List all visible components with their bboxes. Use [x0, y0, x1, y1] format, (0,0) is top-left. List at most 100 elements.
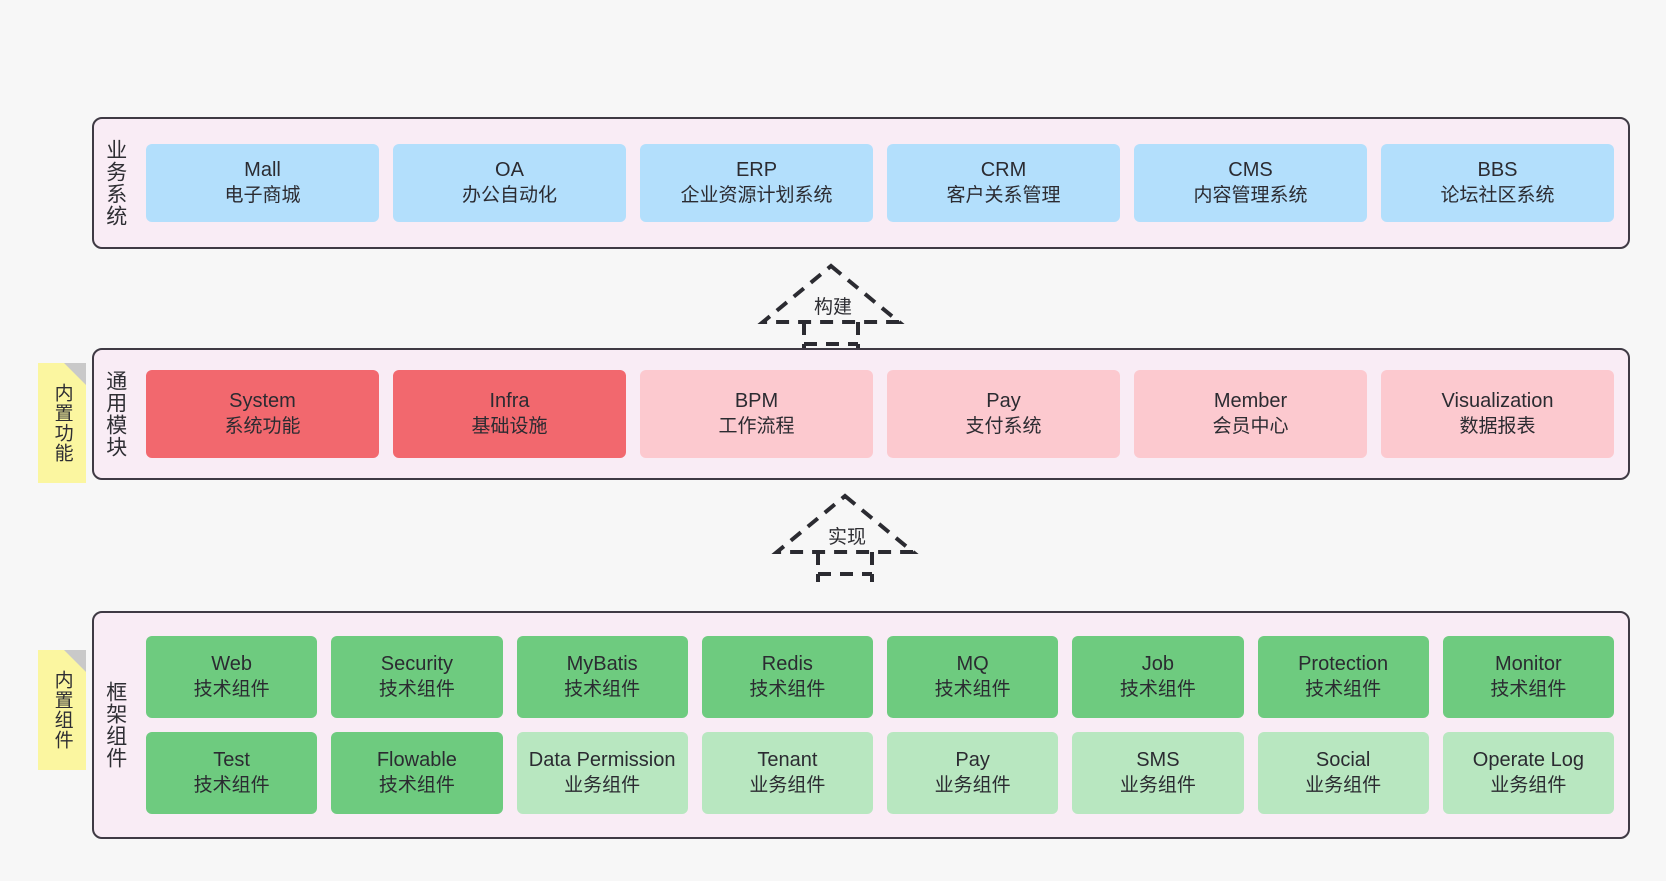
card-title: Mall [244, 159, 281, 182]
card-title: Security [380, 653, 453, 676]
card-title: System [229, 390, 296, 413]
card-title: Member [1213, 390, 1288, 413]
card-title: SMS [1136, 749, 1180, 772]
card-subtitle: 基础设施 [471, 415, 548, 437]
card-title: Infra [489, 390, 530, 413]
card-title: Tenant [757, 749, 818, 772]
card-subtitle: 业务组件 [934, 774, 1011, 796]
card-subtitle: 数据报表 [1459, 415, 1536, 437]
note-builtin-function-label: 内置功能 [51, 383, 73, 463]
connector-implement-label: 实现 [826, 522, 869, 549]
card-subtitle: 业务组件 [749, 774, 826, 796]
note-fold-corner-icon [64, 363, 86, 385]
card-subtitle: 业务组件 [564, 774, 641, 796]
card-title: BBS [1477, 159, 1518, 182]
card-subtitle: 技术组件 [1119, 678, 1196, 700]
note-fold-corner-icon [64, 650, 86, 672]
card-subtitle: 技术组件 [378, 774, 455, 796]
connector-build-stem-bottom [798, 330, 864, 350]
card-subtitle: 支付系统 [965, 415, 1042, 437]
card-title: OA [495, 159, 524, 182]
card-title: Monitor [1495, 653, 1562, 676]
card-subtitle: 技术组件 [1490, 678, 1567, 700]
card-title: Test [213, 749, 250, 772]
card-title: Data Permission [528, 749, 676, 772]
card-subtitle: 会员中心 [1212, 415, 1289, 437]
card-subtitle: 业务组件 [1490, 774, 1567, 796]
section-label-common-modules: 通用模块 [103, 370, 127, 458]
card-title: MQ [956, 653, 989, 676]
card-subtitle: 技术组件 [934, 678, 1011, 700]
card-title: Web [211, 653, 252, 676]
card-subtitle: 技术组件 [564, 678, 641, 700]
card-title: Operate Log [1472, 749, 1584, 772]
card-subtitle: 论坛社区系统 [1440, 184, 1555, 206]
card-title: CMS [1228, 159, 1273, 182]
card-title: Pay [986, 390, 1021, 413]
note-builtin-component-label: 内置组件 [51, 670, 73, 750]
card-subtitle: 办公自动化 [461, 184, 557, 206]
section-label-business-systems: 业务系统 [103, 139, 127, 227]
card-subtitle: 系统功能 [224, 415, 301, 437]
card-title: Flowable [376, 749, 457, 772]
card-title: Social [1315, 749, 1371, 772]
note-builtin-component: 内置组件 [38, 650, 86, 770]
card-subtitle: 技术组件 [378, 678, 455, 700]
card-subtitle: 电子商城 [224, 184, 301, 206]
card-subtitle: 技术组件 [749, 678, 826, 700]
note-builtin-function: 内置功能 [38, 363, 86, 483]
card-subtitle: 客户关系管理 [946, 184, 1061, 206]
card-title: BPM [734, 390, 779, 413]
card-subtitle: 业务组件 [1119, 774, 1196, 796]
card-subtitle: 技术组件 [193, 678, 270, 700]
card-subtitle: 技术组件 [193, 774, 270, 796]
card-subtitle: 内容管理系统 [1193, 184, 1308, 206]
section-label-framework-components: 框架组件 [103, 681, 127, 769]
card-title: ERP [735, 159, 778, 182]
connector-implement-stem-bottom [812, 560, 878, 580]
card-subtitle: 业务组件 [1305, 774, 1382, 796]
card-title: MyBatis [566, 653, 638, 676]
card-title: CRM [980, 159, 1027, 182]
card-title: Job [1141, 653, 1174, 676]
card-title: Pay [955, 749, 990, 772]
